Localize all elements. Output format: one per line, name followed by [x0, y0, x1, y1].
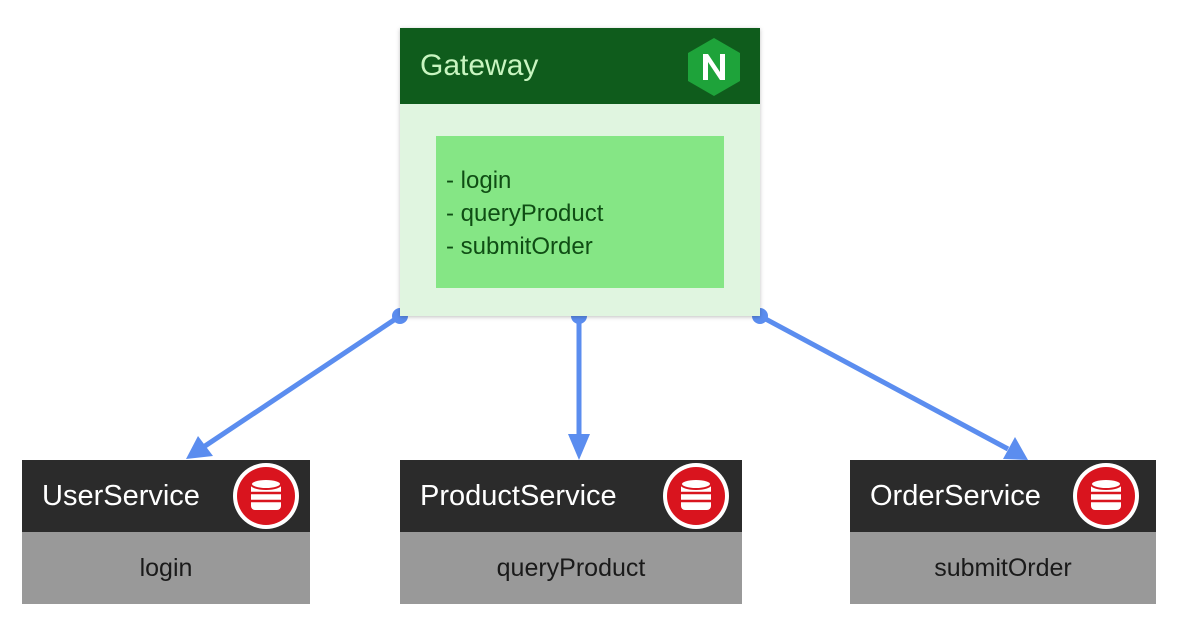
- service-body: submitOrder: [850, 532, 1156, 604]
- service-title: UserService: [42, 480, 200, 512]
- service-title: OrderService: [870, 480, 1041, 512]
- nginx-logo-icon: [688, 38, 740, 96]
- arrow-gateway-to-productservice: [568, 308, 590, 460]
- route-item-submitorder: - submitOrder: [446, 233, 593, 260]
- database-icon: [663, 463, 729, 529]
- service-body: queryProduct: [400, 532, 742, 604]
- service-title: ProductService: [420, 480, 617, 512]
- productservice-node[interactable]: ProductService queryProduct: [400, 460, 742, 604]
- gateway-header: Gateway: [400, 28, 760, 104]
- database-icon: [233, 463, 299, 529]
- service-operation: queryProduct: [496, 554, 646, 582]
- database-icon: [1073, 463, 1139, 529]
- route-item-queryproduct: - queryProduct: [446, 200, 604, 227]
- gateway-node[interactable]: Gateway - login - queryProduct - submitO…: [400, 28, 760, 316]
- userservice-node[interactable]: UserService login: [22, 460, 310, 604]
- route-item-login: - login: [446, 167, 512, 194]
- service-body: login: [22, 532, 310, 604]
- service-operation: login: [139, 554, 193, 582]
- arrow-gateway-to-orderservice: [752, 308, 1028, 460]
- service-header: ProductService: [400, 460, 742, 532]
- service-header: OrderService: [850, 460, 1156, 532]
- service-header: UserService: [22, 460, 310, 532]
- gateway-title: Gateway: [420, 49, 539, 82]
- arrow-gateway-to-userservice: [186, 308, 408, 459]
- gateway-route-list: - login - queryProduct - submitOrder: [446, 164, 603, 263]
- gateway-route-list-box: - login - queryProduct - submitOrder: [436, 136, 724, 288]
- service-operation: submitOrder: [934, 554, 1072, 582]
- orderservice-node[interactable]: OrderService submitOrder: [850, 460, 1156, 604]
